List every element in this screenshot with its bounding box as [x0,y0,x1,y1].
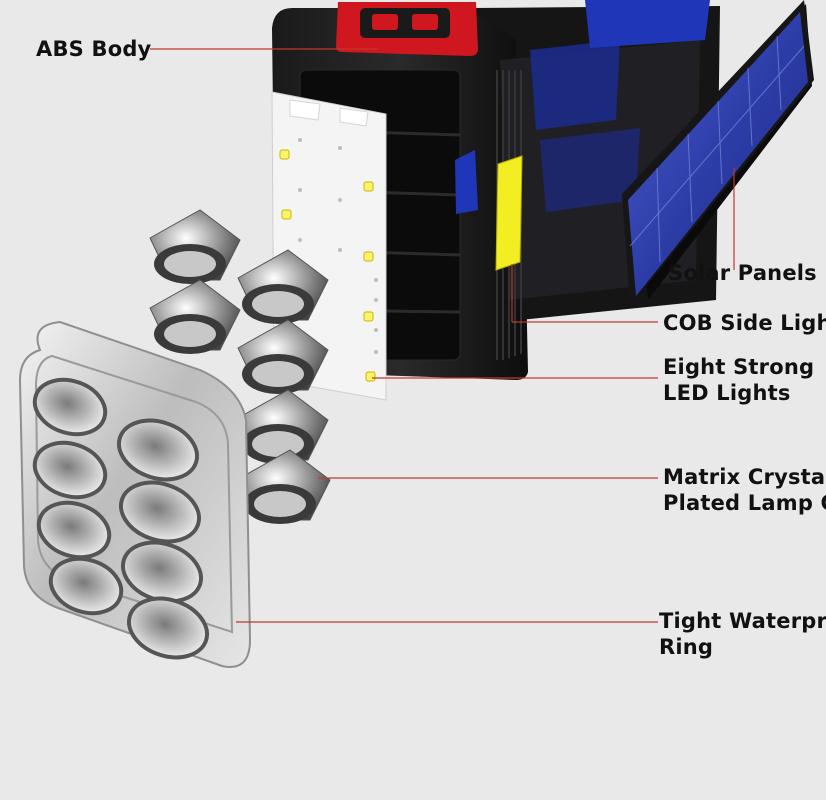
lamp-cups [149,209,331,524]
ring-holes [32,377,210,660]
cob-side-light-strip [495,155,523,271]
label-abs-body: ABS Body [36,37,152,61]
label-tight-waterproof-ring: Tight Waterproof Ring [659,609,826,659]
label-cob-side-lights: COB Side Lights [663,311,826,335]
label-matrix-crystal-lamp-cup: Matrix Crystal Plated Lamp Cup [663,465,826,515]
power-switch-panel [336,2,478,56]
label-eight-strong-led-lights: Eight Strong LED Lights [663,355,815,405]
led-chips [279,149,376,382]
label-solar-panels: Solar Panels [668,261,817,285]
leader-lines [150,48,735,623]
solar-panel [622,0,814,306]
led-circuit-board [271,91,387,401]
